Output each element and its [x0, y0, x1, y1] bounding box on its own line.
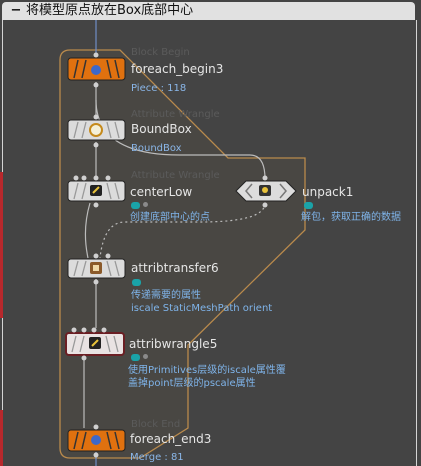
lock-icon[interactable]	[143, 354, 148, 359]
network-box-title-bar[interactable]: − 将模型原点放在Box底部中心	[2, 2, 415, 20]
collapse-icon[interactable]: −	[10, 3, 22, 18]
comment-flag-icon[interactable]	[132, 279, 141, 286]
boundbox-type-label: Attribute Wrangle	[131, 109, 220, 120]
wire-unpack-to-attribtransfer	[99, 202, 266, 259]
foreach-end-node-tile[interactable]	[67, 429, 126, 452]
comment-flag-icon[interactable]	[131, 354, 140, 361]
error-indicator-bar-lower	[0, 410, 3, 466]
attribwrangle-comment-line1: 使用Primitives层级的iscale属性覆	[128, 365, 286, 376]
attribwrangle-node-tile[interactable]	[65, 332, 125, 356]
for-each-loop-outline	[59, 49, 306, 459]
foreach-begin-type-label: Block Begin	[131, 47, 190, 58]
centerlow-node-name[interactable]: centerLow	[130, 185, 193, 199]
attribtransfer-node-name[interactable]: attribtransfer6	[131, 261, 219, 275]
wire-centerlow-to-attribtransfer	[84, 202, 91, 259]
boundbox-info: BoundBox	[131, 143, 182, 154]
boundbox-node-tile[interactable]	[67, 119, 126, 141]
foreach-begin-info: Piece : 118	[131, 83, 187, 94]
unpack-node-tile[interactable]	[235, 180, 297, 202]
foreach-begin-node-tile[interactable]	[67, 57, 126, 81]
network-box-title: 将模型原点放在Box底部中心	[26, 3, 194, 18]
attribtransfer-node-tile[interactable]	[67, 258, 126, 279]
connector-dots[interactable]	[71, 52, 268, 458]
error-indicator-bar	[0, 172, 3, 318]
centerlow-node-tile[interactable]	[67, 180, 126, 202]
attribtransfer-comment-line2: iscale StaticMeshPath orient	[131, 303, 273, 314]
centerlow-type-label: Attribute Wrangle	[131, 170, 220, 181]
foreach-end-type-label: Block End	[131, 419, 181, 430]
attribtransfer-comment-line1: 传递需要的属性	[131, 290, 201, 301]
centerlow-comment: 创建底部中心的点	[130, 212, 210, 223]
unpack-comment: 解包，获取正确的数据	[301, 212, 401, 223]
lock-icon[interactable]	[143, 202, 148, 207]
foreach-end-node-name[interactable]: foreach_end3	[130, 432, 212, 446]
unpack-node-name[interactable]: unpack1	[302, 185, 354, 199]
comment-flag-icon[interactable]	[304, 202, 313, 209]
comment-flag-icon[interactable]	[131, 202, 140, 209]
foreach-end-info: Merge : 81	[130, 452, 184, 463]
attribwrangle-node-name[interactable]: attribwrangle5	[129, 337, 218, 351]
boundbox-node-name[interactable]: BoundBox	[131, 122, 192, 136]
attribwrangle-comment-line2: 盖掉point层级的pscale属性	[128, 378, 256, 389]
foreach-begin-node-name[interactable]: foreach_begin3	[131, 62, 224, 76]
